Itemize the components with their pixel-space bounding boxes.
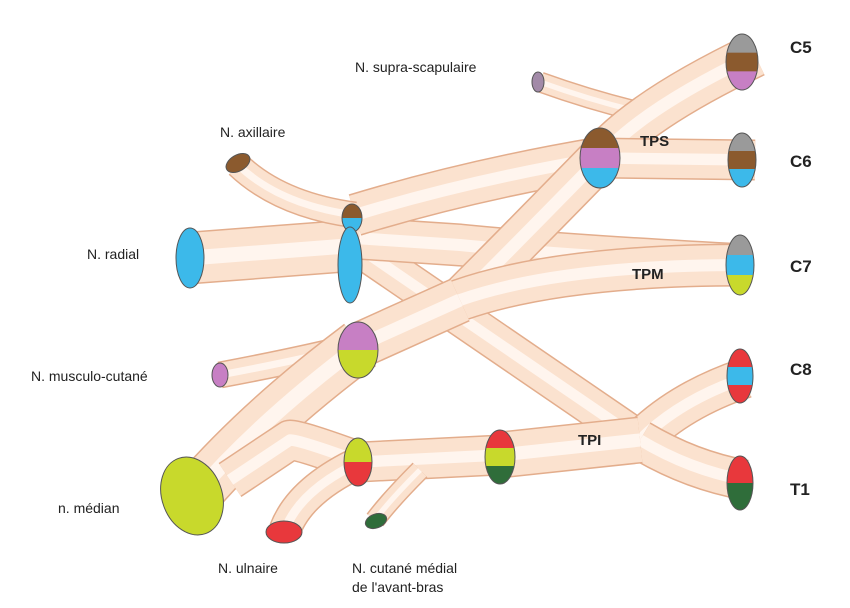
fascicle-section — [726, 52, 758, 72]
fascicle-section — [485, 448, 515, 467]
section-outline — [364, 512, 388, 530]
root-label-c5: C5 — [790, 38, 812, 57]
root-label-c8: C8 — [790, 360, 812, 379]
fascicle-section — [726, 34, 758, 54]
nerve-radial — [189, 237, 361, 266]
section-outline — [727, 132, 757, 188]
label-ulnar: N. ulnaire — [218, 560, 278, 576]
section-outline — [484, 429, 516, 485]
label-radial: N. radial — [87, 246, 140, 262]
section-musculocutaneous — [211, 362, 229, 388]
lateral-cord — [357, 293, 463, 352]
section-radial — [175, 227, 205, 289]
section-c7 — [725, 234, 755, 296]
fascicle-section — [726, 235, 754, 256]
label-median: n. médian — [58, 500, 120, 516]
fascicle-section — [728, 133, 756, 152]
fascicle-section — [532, 72, 544, 92]
fascicle-section — [728, 151, 756, 170]
fascicle-section — [485, 430, 515, 449]
fascicle-section — [727, 349, 753, 368]
section-c8 — [726, 348, 754, 404]
fascicle-section — [212, 363, 228, 387]
section-outline — [265, 520, 303, 544]
section-outline — [725, 33, 759, 91]
fascicle-section — [580, 148, 620, 169]
root-label-t1: T1 — [790, 480, 810, 499]
fascicle-section — [726, 275, 754, 295]
root-label-c6: C6 — [790, 152, 812, 171]
trunk-label-lower: TPI — [578, 432, 602, 449]
label-medial-cutaneous-1: N. cutané médial — [352, 560, 458, 576]
section-medial-cord — [484, 429, 516, 485]
section-outline — [726, 455, 754, 511]
lower-trunk — [499, 433, 641, 462]
nerve-axillary — [235, 162, 356, 219]
section-tps — [579, 127, 621, 189]
section-radial-cord — [337, 226, 363, 304]
fascicle-section — [485, 466, 515, 484]
section-outline — [211, 362, 229, 388]
section-t1 — [726, 455, 754, 511]
section-outline — [343, 437, 373, 487]
section-outline — [225, 153, 251, 173]
label-supra-scapular: N. supra-scapulaire — [355, 59, 477, 75]
fascicle-section — [728, 169, 756, 187]
fascicle-section — [727, 367, 753, 386]
label-medial-cutaneous-2: de l'avant-bras — [352, 579, 444, 595]
fascicle-section — [342, 204, 362, 219]
section-median — [150, 448, 234, 544]
section-outline — [337, 321, 379, 379]
section-outline — [725, 234, 755, 296]
fascicle-section — [338, 227, 362, 303]
section-outline — [175, 227, 205, 289]
section-ulnar — [265, 520, 303, 544]
middle-trunk-anterior — [357, 259, 746, 351]
fascicle-section — [176, 228, 204, 288]
section-outline — [531, 71, 545, 93]
section-median-medial-root — [343, 437, 373, 487]
section-outline — [160, 456, 224, 536]
section-axillary — [222, 149, 254, 177]
section-supra-scapular — [531, 71, 545, 93]
trunk-label-upper: TPS — [640, 133, 670, 150]
nerve-axillary — [229, 156, 357, 227]
fascicle-section — [726, 71, 758, 90]
fascicle-section — [727, 385, 753, 403]
label-axillary: N. axillaire — [220, 124, 286, 140]
section-c5 — [725, 33, 759, 91]
section-c6 — [727, 132, 757, 188]
section-outline — [726, 348, 754, 404]
fascicle-section — [222, 149, 254, 177]
label-musculocutaneous: N. musculo-cutané — [31, 368, 148, 384]
section-outline — [337, 226, 363, 304]
posterior-division-lower — [351, 240, 644, 445]
fascicle-section — [266, 521, 302, 543]
root-label-c7: C7 — [790, 257, 812, 276]
fascicle-section — [726, 255, 754, 276]
fascicle-section — [580, 168, 620, 188]
fascicle-section — [580, 128, 620, 149]
section-lateral-cord — [337, 321, 379, 379]
trunk-label-middle: TPM — [632, 266, 664, 283]
fascicle-section — [727, 483, 753, 510]
section-outline — [579, 127, 621, 189]
